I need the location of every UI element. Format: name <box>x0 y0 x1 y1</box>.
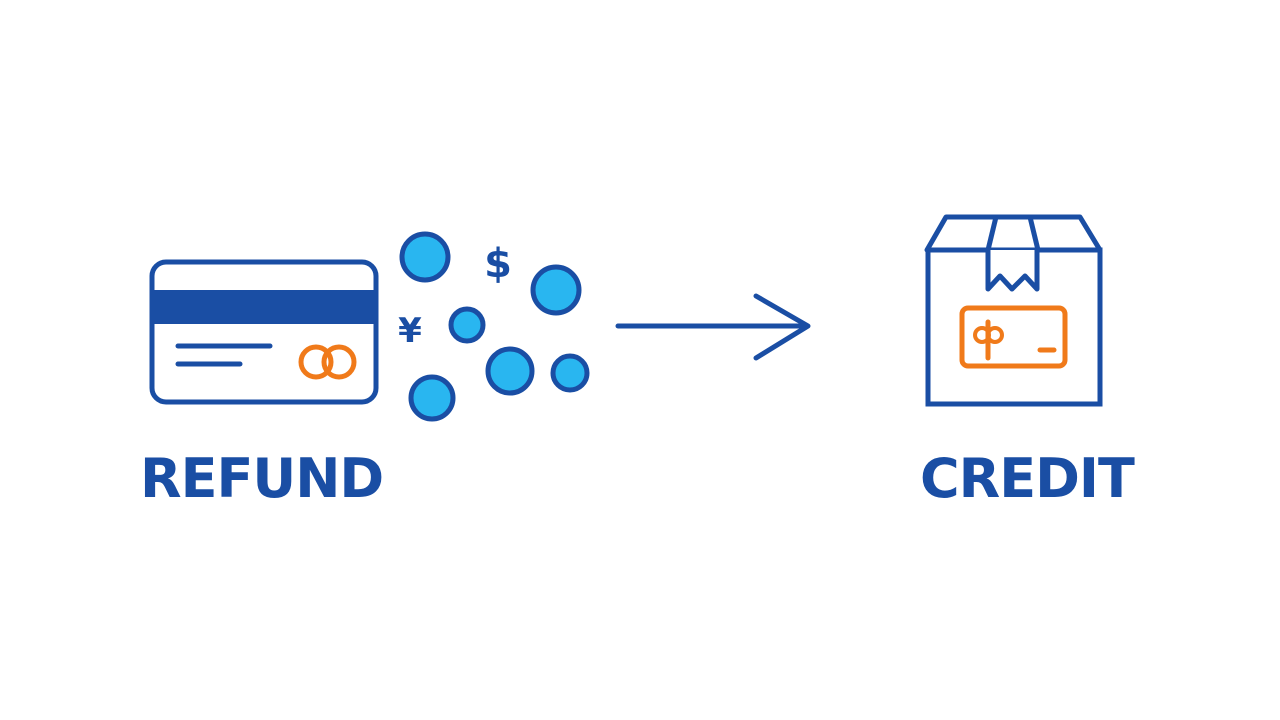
card-brand-circle-left <box>298 344 334 380</box>
coin-icon <box>550 353 590 393</box>
arrow-right-icon <box>615 293 811 361</box>
arrow-head <box>753 293 811 361</box>
yen-sign-icon: ¥ <box>398 311 422 351</box>
coin-icon <box>408 374 456 422</box>
refund-label: REFUND <box>140 447 384 510</box>
card-magnetic-stripe <box>152 290 376 324</box>
coin-icon <box>399 231 451 283</box>
credit-card-icon <box>149 259 379 405</box>
gift-card-bow-right <box>986 326 1004 344</box>
coins-group <box>399 231 590 422</box>
coin-icon <box>530 264 582 316</box>
box-tape-right-top <box>1027 216 1041 251</box>
gift-card-body <box>959 305 1068 369</box>
box-lid <box>924 214 1103 253</box>
dollar-sign-icon: $ <box>484 241 512 287</box>
card-brand-circle-right <box>321 344 357 380</box>
card-body <box>149 259 379 405</box>
coin-icon <box>485 346 535 396</box>
box-tape-flap <box>985 250 1040 292</box>
credit-label: CREDIT <box>920 447 1135 510</box>
coin-icon <box>448 306 486 344</box>
gift-card-icon <box>959 305 1068 369</box>
box-tape-left-top <box>985 216 999 251</box>
